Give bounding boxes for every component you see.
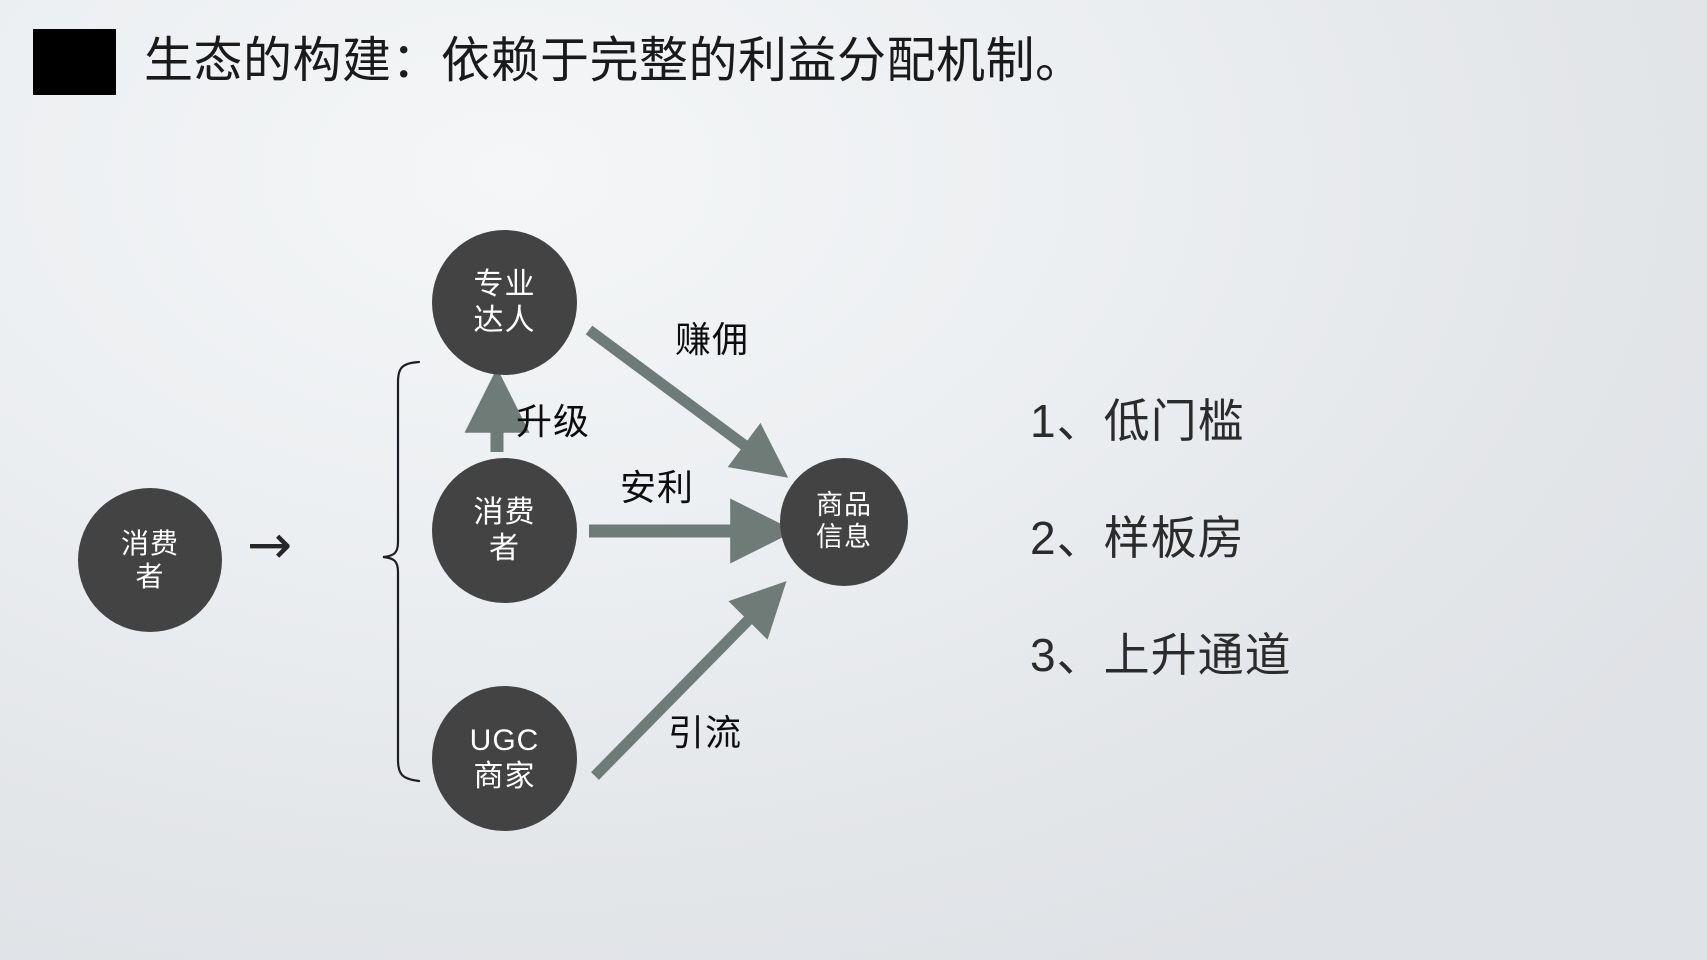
benefit-item-2-index: 2、 — [1030, 512, 1104, 564]
node-product-info-line2: 信息 — [816, 522, 872, 552]
node-consumer-mid[interactable]: 消费 者 — [432, 458, 577, 603]
benefit-item-3: 3、上升通道 — [1030, 632, 1590, 678]
right-arrow-icon: → — [247, 513, 293, 576]
node-expert[interactable]: 专业 达人 — [432, 230, 577, 375]
edge-label-upgrade: 升级 — [516, 401, 591, 442]
node-consumer-mid-line2: 者 — [489, 531, 520, 565]
benefit-item-1: 1、低门槛 — [1030, 398, 1590, 444]
node-consumer-mid-line1: 消费 — [473, 496, 536, 530]
node-ugc-merchant[interactable]: UGC 商家 — [432, 686, 577, 831]
node-expert-line1: 专业 — [473, 268, 536, 302]
benefit-item-1-label: 低门槛 — [1103, 395, 1245, 447]
node-consumer-source[interactable]: 消费 者 — [78, 488, 222, 632]
edge-label-traffic: 引流 — [668, 712, 743, 753]
benefit-list: 1、低门槛 2、样板房 3、上升通道 — [1030, 398, 1590, 678]
node-product-info-line1: 商品 — [816, 490, 872, 521]
black-square-bullet-icon — [33, 29, 116, 95]
node-consumer-source-line2: 者 — [135, 561, 165, 592]
benefit-item-2: 2、样板房 — [1030, 515, 1590, 561]
page-title: 生态的构建：依赖于完整的利益分配机制。 — [144, 34, 1085, 89]
group-brace-icon — [382, 360, 421, 783]
edge-label-commission: 赚佣 — [675, 319, 750, 360]
node-expert-line2: 达人 — [473, 303, 536, 337]
benefit-item-3-index: 3、 — [1030, 629, 1104, 681]
node-ugc-merchant-line1: UGC — [469, 724, 540, 758]
edge-label-recommend: 安利 — [620, 467, 695, 508]
benefit-item-2-label: 样板房 — [1103, 512, 1245, 564]
benefit-item-3-label: 上升通道 — [1103, 629, 1292, 681]
slide-title-bar: 生态的构建：依赖于完整的利益分配机制。 — [0, 18, 1707, 106]
node-ugc-merchant-line2: 商家 — [473, 759, 536, 793]
benefit-item-1-index: 1、 — [1030, 395, 1104, 447]
node-product-info[interactable]: 商品 信息 — [780, 458, 908, 586]
node-consumer-source-line1: 消费 — [120, 527, 179, 559]
